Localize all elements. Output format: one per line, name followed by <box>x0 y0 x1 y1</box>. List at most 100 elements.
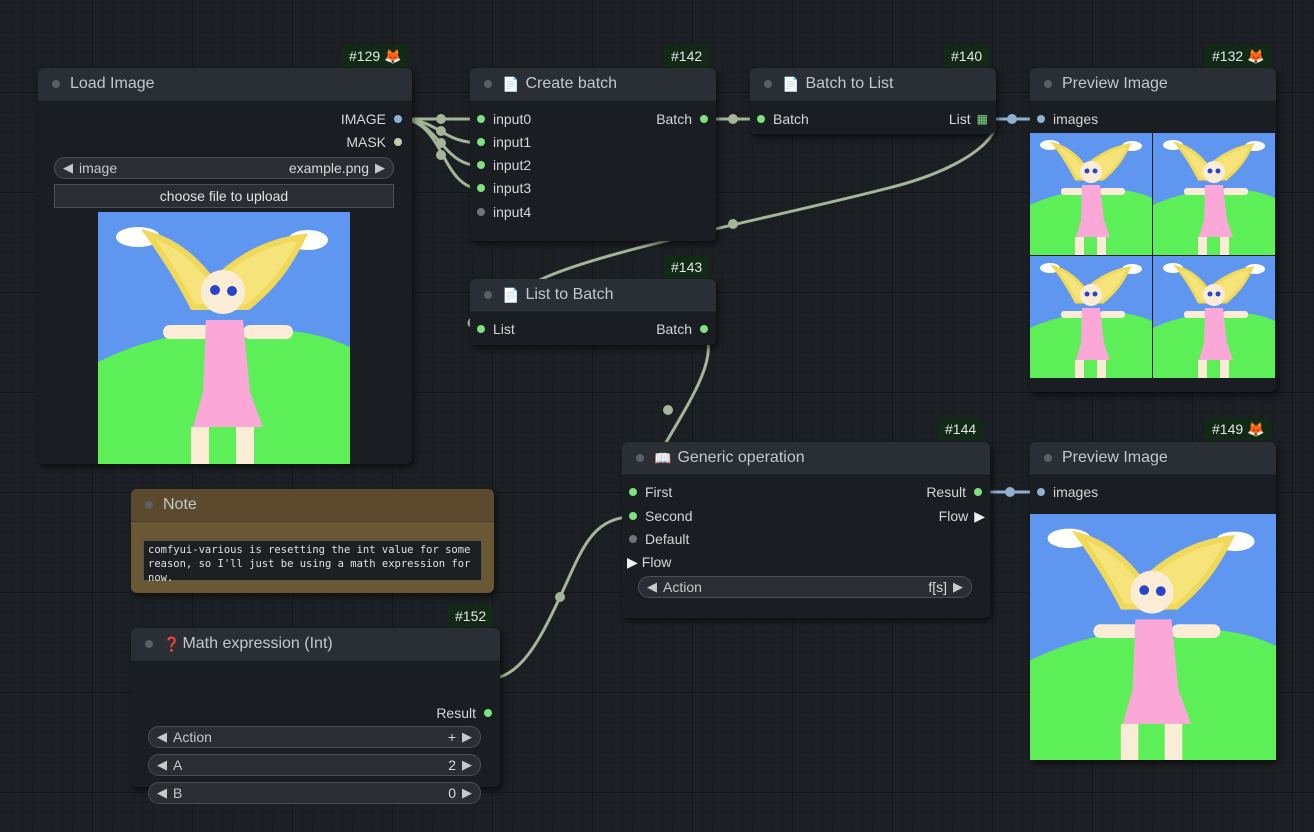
input-slot[interactable]: List <box>477 319 515 339</box>
input-socket[interactable] <box>477 138 485 146</box>
output-socket[interactable] <box>700 325 708 333</box>
node-header[interactable]: 📄 List to Batch <box>470 279 716 312</box>
prev-arrow-icon[interactable]: ◀ <box>157 785 167 800</box>
input-socket[interactable] <box>1037 115 1045 123</box>
math-expression-node[interactable]: ❓ Math expression (Int) Result ◀ Action … <box>131 628 500 804</box>
node-header[interactable]: Preview Image <box>1030 68 1276 101</box>
input-slot[interactable]: input3 <box>477 178 531 198</box>
input-flow[interactable]: ▶Flow <box>627 553 672 571</box>
next-arrow-icon[interactable]: ▶ <box>462 757 472 772</box>
collapse-toggle[interactable] <box>636 454 644 462</box>
output-batch[interactable]: Batch <box>656 109 708 129</box>
input-slot[interactable]: Batch <box>757 109 809 129</box>
image-select-widget[interactable]: ◀ image example.png ▶ <box>54 157 394 179</box>
node-header[interactable]: Note <box>131 489 494 522</box>
b-widget[interactable]: ◀ B 0 ▶ <box>148 782 481 804</box>
node-title: Load Image <box>70 75 155 92</box>
node-id-badge: #132 🦊 <box>1205 45 1272 67</box>
fox-icon: 🦊 <box>384 48 402 64</box>
batch-to-list-node[interactable]: 📄 Batch to List Batch List▦ <box>750 68 996 134</box>
input-slot[interactable]: images <box>1037 482 1098 502</box>
input-socket[interactable] <box>477 208 485 216</box>
prev-arrow-icon[interactable]: ◀ <box>157 757 167 772</box>
node-id-badge: #152 <box>448 605 494 627</box>
collapse-toggle[interactable] <box>1044 80 1052 88</box>
document-icon: 📄 <box>502 75 520 92</box>
collapse-toggle[interactable] <box>145 501 153 509</box>
node-id-badge: #149 🦊 <box>1205 418 1272 440</box>
output-result[interactable]: Result <box>436 703 492 723</box>
input-slot[interactable]: Second <box>629 506 692 526</box>
action-widget[interactable]: ◀ Action + ▶ <box>148 726 481 748</box>
create-batch-node[interactable]: 📄 Create batch input0 input1 input2 inpu… <box>470 68 716 241</box>
collapse-toggle[interactable] <box>764 80 772 88</box>
input-slot[interactable]: First <box>629 482 672 502</box>
output-list[interactable]: List▦ <box>948 111 988 127</box>
action-widget[interactable]: ◀ Action f[s] ▶ <box>638 576 972 598</box>
node-header[interactable]: 📖 Generic operation <box>622 442 990 475</box>
node-title: Batch to List <box>805 75 894 92</box>
input-socket[interactable] <box>1037 488 1045 496</box>
flow-triangle-icon[interactable]: ▶ <box>627 553 638 570</box>
node-header[interactable]: ❓ Math expression (Int) <box>131 628 500 661</box>
node-title: Math expression (Int) <box>182 635 333 652</box>
image-preview <box>98 212 350 464</box>
next-arrow-icon[interactable]: ▶ <box>462 729 472 744</box>
preview-image-node[interactable]: Preview Image images <box>1030 68 1276 392</box>
load-image-node[interactable]: Load Image IMAGE MASK ◀ image example.pn… <box>38 68 412 464</box>
input-socket[interactable] <box>477 115 485 123</box>
grid-icon[interactable]: ▦ <box>976 112 988 126</box>
collapse-toggle[interactable] <box>484 291 492 299</box>
input-socket[interactable] <box>477 161 485 169</box>
output-batch[interactable]: Batch <box>656 319 708 339</box>
input-socket[interactable] <box>629 488 637 496</box>
input-slot[interactable]: input1 <box>477 132 531 152</box>
collapse-toggle[interactable] <box>1044 454 1052 462</box>
input-socket[interactable] <box>477 184 485 192</box>
next-arrow-icon[interactable]: ▶ <box>953 579 963 594</box>
a-widget[interactable]: ◀ A 2 ▶ <box>148 754 481 776</box>
image-preview-grid <box>1030 133 1276 379</box>
note-node[interactable]: Note comfyui-various is resetting the in… <box>131 489 494 593</box>
prev-arrow-icon[interactable]: ◀ <box>63 160 73 175</box>
prev-arrow-icon[interactable]: ◀ <box>157 729 167 744</box>
preview-image-node[interactable]: Preview Image images <box>1030 442 1276 760</box>
next-arrow-icon[interactable]: ▶ <box>462 785 472 800</box>
question-mark-icon: ❓ <box>163 635 181 652</box>
prev-arrow-icon[interactable]: ◀ <box>647 579 657 594</box>
image-preview <box>1030 514 1276 760</box>
output-flow[interactable]: Flow▶ <box>938 507 985 525</box>
output-socket[interactable] <box>394 115 402 123</box>
next-arrow-icon[interactable]: ▶ <box>375 160 385 175</box>
input-socket[interactable] <box>757 115 765 123</box>
output-socket[interactable] <box>394 138 402 146</box>
node-header[interactable]: Load Image <box>38 68 412 101</box>
list-to-batch-node[interactable]: 📄 List to Batch List Batch <box>470 279 716 345</box>
output-socket[interactable] <box>974 488 982 496</box>
output-image[interactable]: IMAGE <box>341 109 402 129</box>
output-mask[interactable]: MASK <box>346 132 402 152</box>
input-slot[interactable]: input4 <box>477 202 531 222</box>
input-socket[interactable] <box>629 535 637 543</box>
collapse-toggle[interactable] <box>145 640 153 648</box>
input-slot[interactable]: images <box>1037 109 1098 129</box>
input-socket[interactable] <box>477 325 485 333</box>
upload-button[interactable]: choose file to upload <box>54 184 394 208</box>
output-result[interactable]: Result <box>926 482 982 502</box>
input-socket[interactable] <box>629 512 637 520</box>
input-slot[interactable]: input2 <box>477 155 531 175</box>
node-header[interactable]: 📄 Create batch <box>470 68 716 101</box>
flow-triangle-icon[interactable]: ▶ <box>974 507 985 524</box>
node-id-badge: #140 <box>944 45 990 67</box>
node-header[interactable]: 📄 Batch to List <box>750 68 996 101</box>
note-textarea[interactable]: comfyui-various is resetting the int val… <box>143 540 482 584</box>
node-title: Note <box>163 496 197 513</box>
output-socket[interactable] <box>484 709 492 717</box>
output-socket[interactable] <box>700 115 708 123</box>
node-header[interactable]: Preview Image <box>1030 442 1276 475</box>
generic-operation-node[interactable]: 📖 Generic operation First Second Default… <box>622 442 990 618</box>
input-slot[interactable]: Default <box>629 529 689 549</box>
input-slot[interactable]: input0 <box>477 109 531 129</box>
collapse-toggle[interactable] <box>484 80 492 88</box>
collapse-toggle[interactable] <box>52 80 60 88</box>
